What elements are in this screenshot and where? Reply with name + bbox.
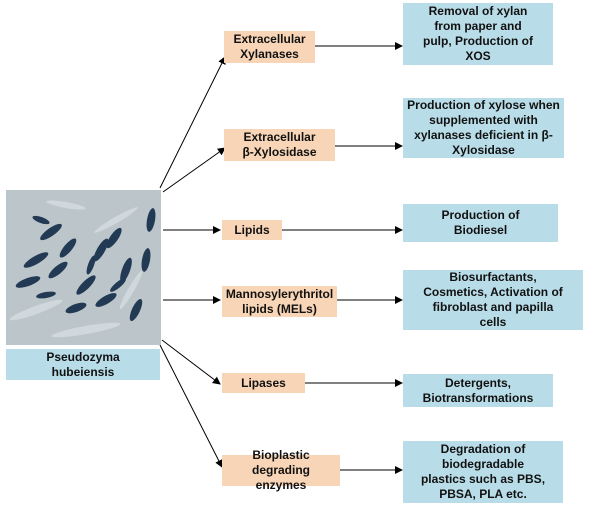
application-lipases: Detergents, Biotransformations	[403, 374, 553, 407]
product-lipases: Lipases	[222, 373, 305, 393]
microscopy-image	[6, 190, 161, 345]
arrow-to-bioplastic	[159, 344, 223, 468]
application-lipids: Production of Biodiesel	[403, 204, 558, 242]
organism-label: Pseudozyma hubeiensis	[6, 349, 160, 380]
arrow-to-xylanases	[159, 56, 226, 189]
yeast-cells-illustration	[6, 190, 161, 345]
product-xylanases: Extracellular Xylanases	[224, 31, 315, 63]
application-bioplastic: Degradation of biodegradable plastics su…	[403, 441, 563, 503]
product-bioplastic-enzymes: Bioplastic degrading enzymes	[222, 448, 340, 492]
product-mels: Mannosylerythritol lipids (MELs)	[222, 286, 337, 317]
application-mels: Biosurfactants, Cosmetics, Activation of…	[403, 270, 583, 330]
application-xylanases: Removal of xylan from paper and pulp, Pr…	[403, 3, 553, 65]
application-xylosidase: Production of xylose when supplemented w…	[403, 98, 564, 158]
arrow-to-lipases	[161, 339, 221, 385]
product-lipids: Lipids	[222, 220, 282, 240]
product-xylosidase: Extracellular β-Xylosidase	[224, 129, 335, 161]
arrow-to-xylosidase	[162, 147, 226, 193]
